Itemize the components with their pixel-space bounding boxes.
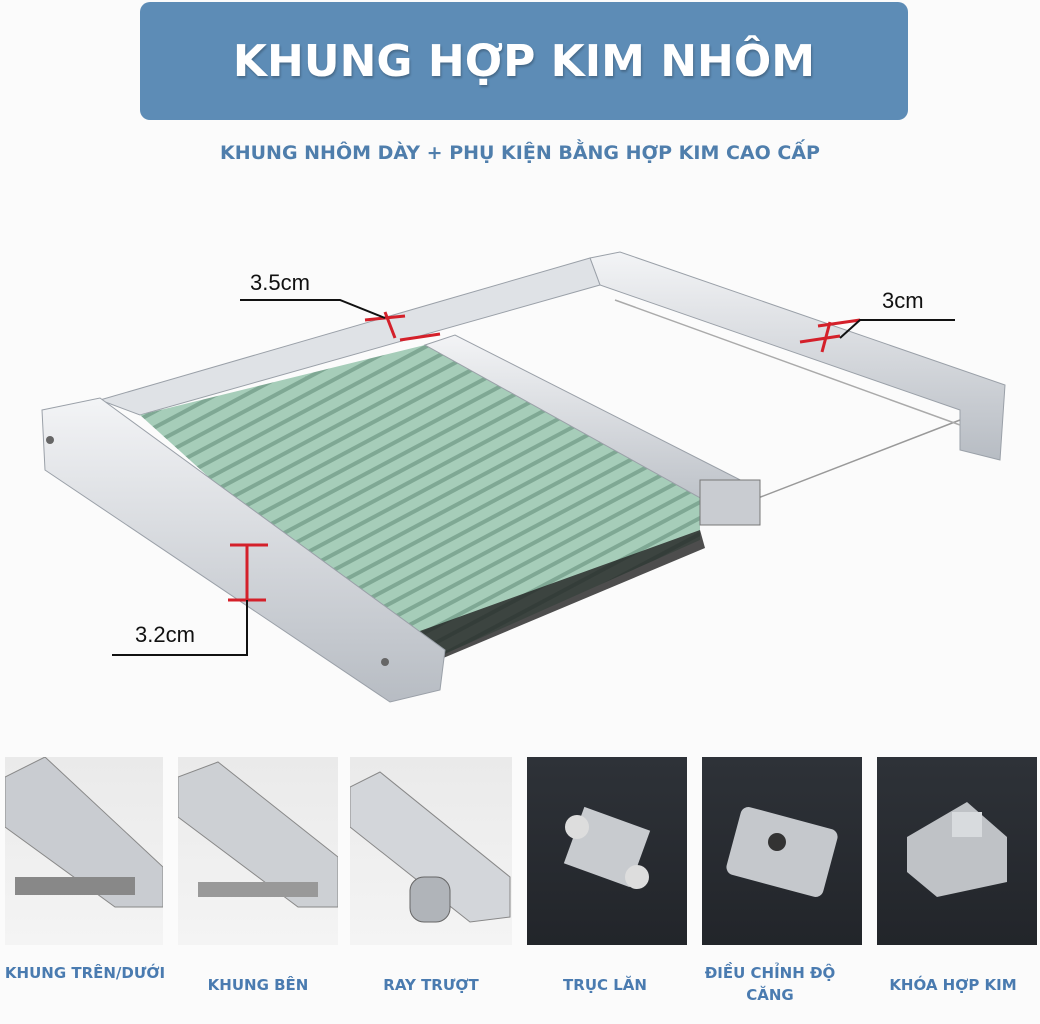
top-frame-bar — [98, 257, 601, 416]
part-image-top-bottom-frame — [5, 757, 163, 945]
part-image-roller — [527, 757, 687, 945]
right-frame-bar — [589, 251, 1006, 461]
part-image-side-frame — [178, 757, 338, 945]
part-label-side-frame: KHUNG BÊN — [207, 976, 309, 994]
part-image-slide-rail — [350, 757, 512, 945]
part-label-top-bottom-frame: KHUNG TRÊN/DƯỚI — [4, 964, 166, 982]
cord — [739, 419, 961, 506]
left-frame-bar — [41, 397, 446, 703]
dimension-top-label: 3.5cm — [250, 270, 310, 295]
part-label-tension-adjuster: ĐIỀU CHỈNH ĐỘ CĂNG — [704, 964, 836, 1004]
page-title: KHUNG HỢP KIM NHÔM — [232, 35, 816, 87]
dimension-right-label: 3cm — [882, 288, 924, 313]
frame-illustration — [41, 251, 1006, 703]
roller-mechanism — [699, 479, 761, 526]
dimension-side-label: 3.2cm — [135, 622, 195, 647]
part-label-slide-rail: RAY TRƯỢT — [383, 976, 479, 994]
title-banner: KHUNG HỢP KIM NHÔM — [140, 2, 908, 120]
part-label-alloy-lock: KHÓA HỢP KIM — [889, 976, 1017, 994]
subtitle: KHUNG NHÔM DÀY + PHỤ KIỆN BẰNG HỢP KIM C… — [219, 142, 820, 164]
part-label-roller: TRỤC LĂN — [563, 976, 647, 994]
part-image-tension-adjuster — [702, 757, 862, 945]
dimension-markers — [228, 311, 861, 602]
part-image-alloy-lock — [877, 757, 1037, 945]
